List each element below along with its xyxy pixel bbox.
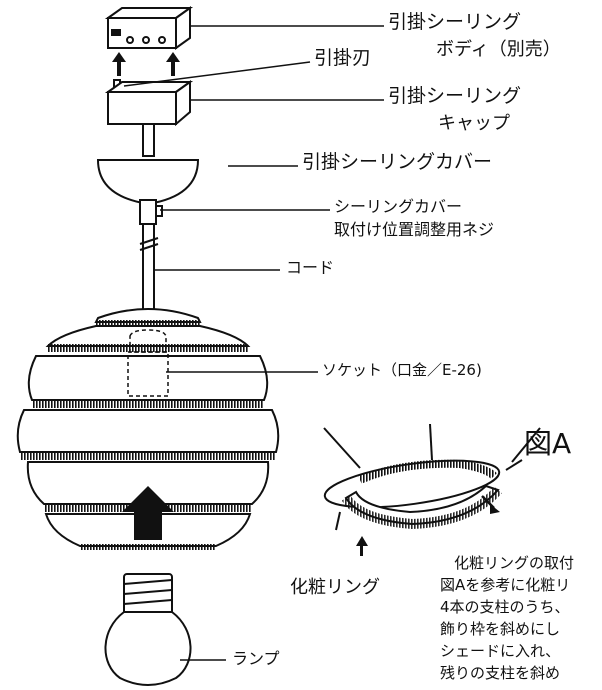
- label-ceiling-cap: 引掛シーリング: [388, 85, 522, 107]
- figure-a-arrows: [356, 495, 500, 556]
- figure-a-ring: [323, 423, 541, 531]
- insert-arrow-icon: [122, 486, 174, 540]
- ceiling-cap: [104, 80, 194, 127]
- instruction-note: 化粧リングの取付 図Aを参考に化粧リ 4本の支柱のうち、 飾り枠を斜めにし シェ…: [440, 552, 602, 684]
- note-line: 飾り枠を斜めにし: [440, 620, 561, 638]
- note-line: 化粧リングの取付: [454, 554, 575, 572]
- label-ceiling-cover: 引掛シーリングカバー: [302, 151, 493, 173]
- label-ceiling-cap-sub: キャップ: [438, 113, 510, 134]
- note-line: シェードに入れ、: [440, 642, 561, 660]
- cord: [139, 223, 159, 319]
- socket: [127, 329, 169, 397]
- label-lamp: ランプ: [232, 649, 280, 668]
- label-hook-blade: 引掛刃: [314, 47, 372, 69]
- cover-adjust-screw: [139, 199, 163, 225]
- leader-lines: [123, 25, 384, 661]
- label-cover-screw-sub: 取付け位置調整用ネジ: [334, 220, 495, 239]
- label-ceiling-body-sub: ボディ（別売）: [436, 39, 561, 60]
- note-line: 残りの支柱を斜め: [440, 664, 561, 682]
- label-decor-ring: 化粧リング: [290, 577, 380, 598]
- label-cover-screw: シーリングカバー: [334, 197, 463, 216]
- label-socket: ソケット（口金／E-26): [322, 361, 482, 379]
- lamp-bulb: [104, 573, 192, 686]
- ceiling-cover: [96, 159, 200, 206]
- attach-arrows: [112, 52, 180, 76]
- note-line: 4本の支柱のうち、: [440, 598, 570, 616]
- label-figure-a: 図A: [524, 427, 572, 460]
- label-ceiling-body: 引掛シーリング: [388, 11, 522, 33]
- label-cord: コード: [286, 258, 335, 277]
- ceiling-body: [104, 6, 194, 50]
- note-line: 図Aを参考に化粧リ: [440, 576, 571, 594]
